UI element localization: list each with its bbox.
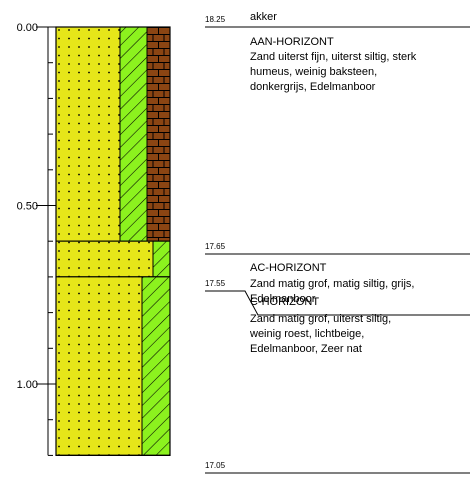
layer-3-desc-line: Zand matig grof, uiterst siltig, <box>250 313 391 325</box>
depth-tick-label: 1.00 <box>17 379 38 391</box>
layer-2-desc-line: Edelmanboor <box>250 293 316 305</box>
layer-2-boundary-line <box>205 290 470 316</box>
layer-2-silt-fill <box>152 240 171 278</box>
layer-1-desc-line: Zand uiterst fijn, uiterst siltig, sterk <box>250 51 417 63</box>
layer-3-name: C-HORIZONT <box>250 296 319 308</box>
layer-2-name: AC-HORIZONT <box>250 262 327 274</box>
layer-3-desc-line: weinig roest, lichtbeige, <box>249 328 364 340</box>
layer-1-sand-fill <box>55 26 121 242</box>
layer-3-silt-fill <box>141 276 171 456</box>
land-use: akker <box>250 11 277 23</box>
layer-1-humus-fill <box>146 26 171 242</box>
depth-axis: 0.00 0.50 1.00 <box>17 22 56 456</box>
layer-2-desc-line: Zand matig grof, matig siltig, grijs, <box>250 278 414 290</box>
layer-1-bottom-elevation: 17.65 <box>205 242 226 251</box>
layer-1-desc-line: donkergrijs, Edelmanboor <box>250 81 376 93</box>
surface-elevation: 18.25 <box>205 15 226 24</box>
layer-3-desc-line: Edelmanboor, Zeer nat <box>250 343 362 355</box>
layer-2-sand-fill <box>55 240 154 278</box>
layer-2-bottom-elevation: 17.55 <box>205 279 226 288</box>
layer-1-desc-line: humeus, weinig baksteen, <box>250 66 377 78</box>
column-outline <box>55 26 171 456</box>
depth-tick-label: 0.00 <box>17 22 38 34</box>
depth-tick-label: 0.50 <box>17 201 38 213</box>
borehole-column <box>55 26 171 456</box>
layer-3-bottom-elevation: 17.05 <box>205 461 226 470</box>
layer-1-silt-fill <box>119 26 148 242</box>
layer-3-sand-fill <box>55 276 143 456</box>
layer-1-name: AAN-HORIZONT <box>250 36 334 48</box>
